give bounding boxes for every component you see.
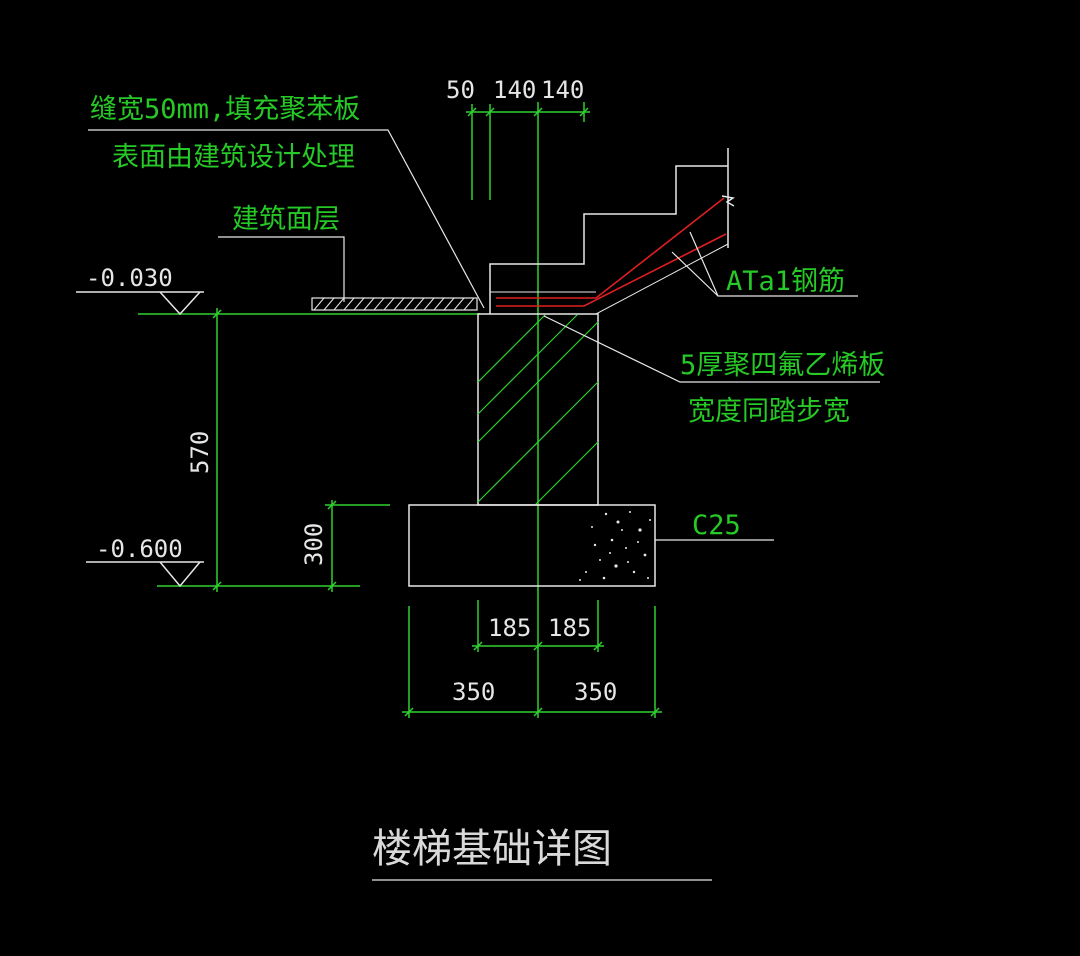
dim-wall-right: 185: [548, 614, 591, 642]
elevation-bottom-label: -0.600: [96, 535, 183, 563]
ptfe-note-line1: 5厚聚四氟乙烯板: [680, 350, 885, 381]
elevation-marker-bottom: [86, 561, 204, 588]
ptfe-note-line2: 宽度同踏步宽: [688, 396, 850, 427]
dim-top-right: 140: [541, 76, 584, 104]
dim-footing-left: 350: [452, 678, 495, 706]
dim-footing-right: 350: [574, 678, 617, 706]
concrete-footing: [408, 504, 656, 587]
dim-footing-height: 300: [300, 523, 328, 566]
elevation-marker-top: [76, 291, 204, 316]
drawing-title: 楼梯基础详图: [372, 826, 612, 872]
finish-leader: [218, 236, 345, 302]
dim-top-left: 140: [493, 76, 536, 104]
finish-label: 建筑面层: [232, 204, 340, 235]
joint-leader: [88, 129, 485, 309]
dim-depth: 570: [186, 431, 214, 474]
elevation-top-label: -0.030: [86, 264, 173, 292]
concrete-grade-label: C25: [692, 510, 741, 541]
dim-top-gap: 50: [446, 76, 475, 104]
ptfe-leader: [543, 315, 880, 383]
stair-outline: [489, 148, 735, 314]
finish-layer: [311, 297, 478, 311]
rebar-label: ATa1钢筋: [726, 266, 845, 297]
joint-note-line2: 表面由建筑设计处理: [112, 142, 355, 173]
dim-wall-left: 185: [488, 614, 531, 642]
joint-note-line1: 缝宽50mm,填充聚苯板: [90, 94, 360, 125]
